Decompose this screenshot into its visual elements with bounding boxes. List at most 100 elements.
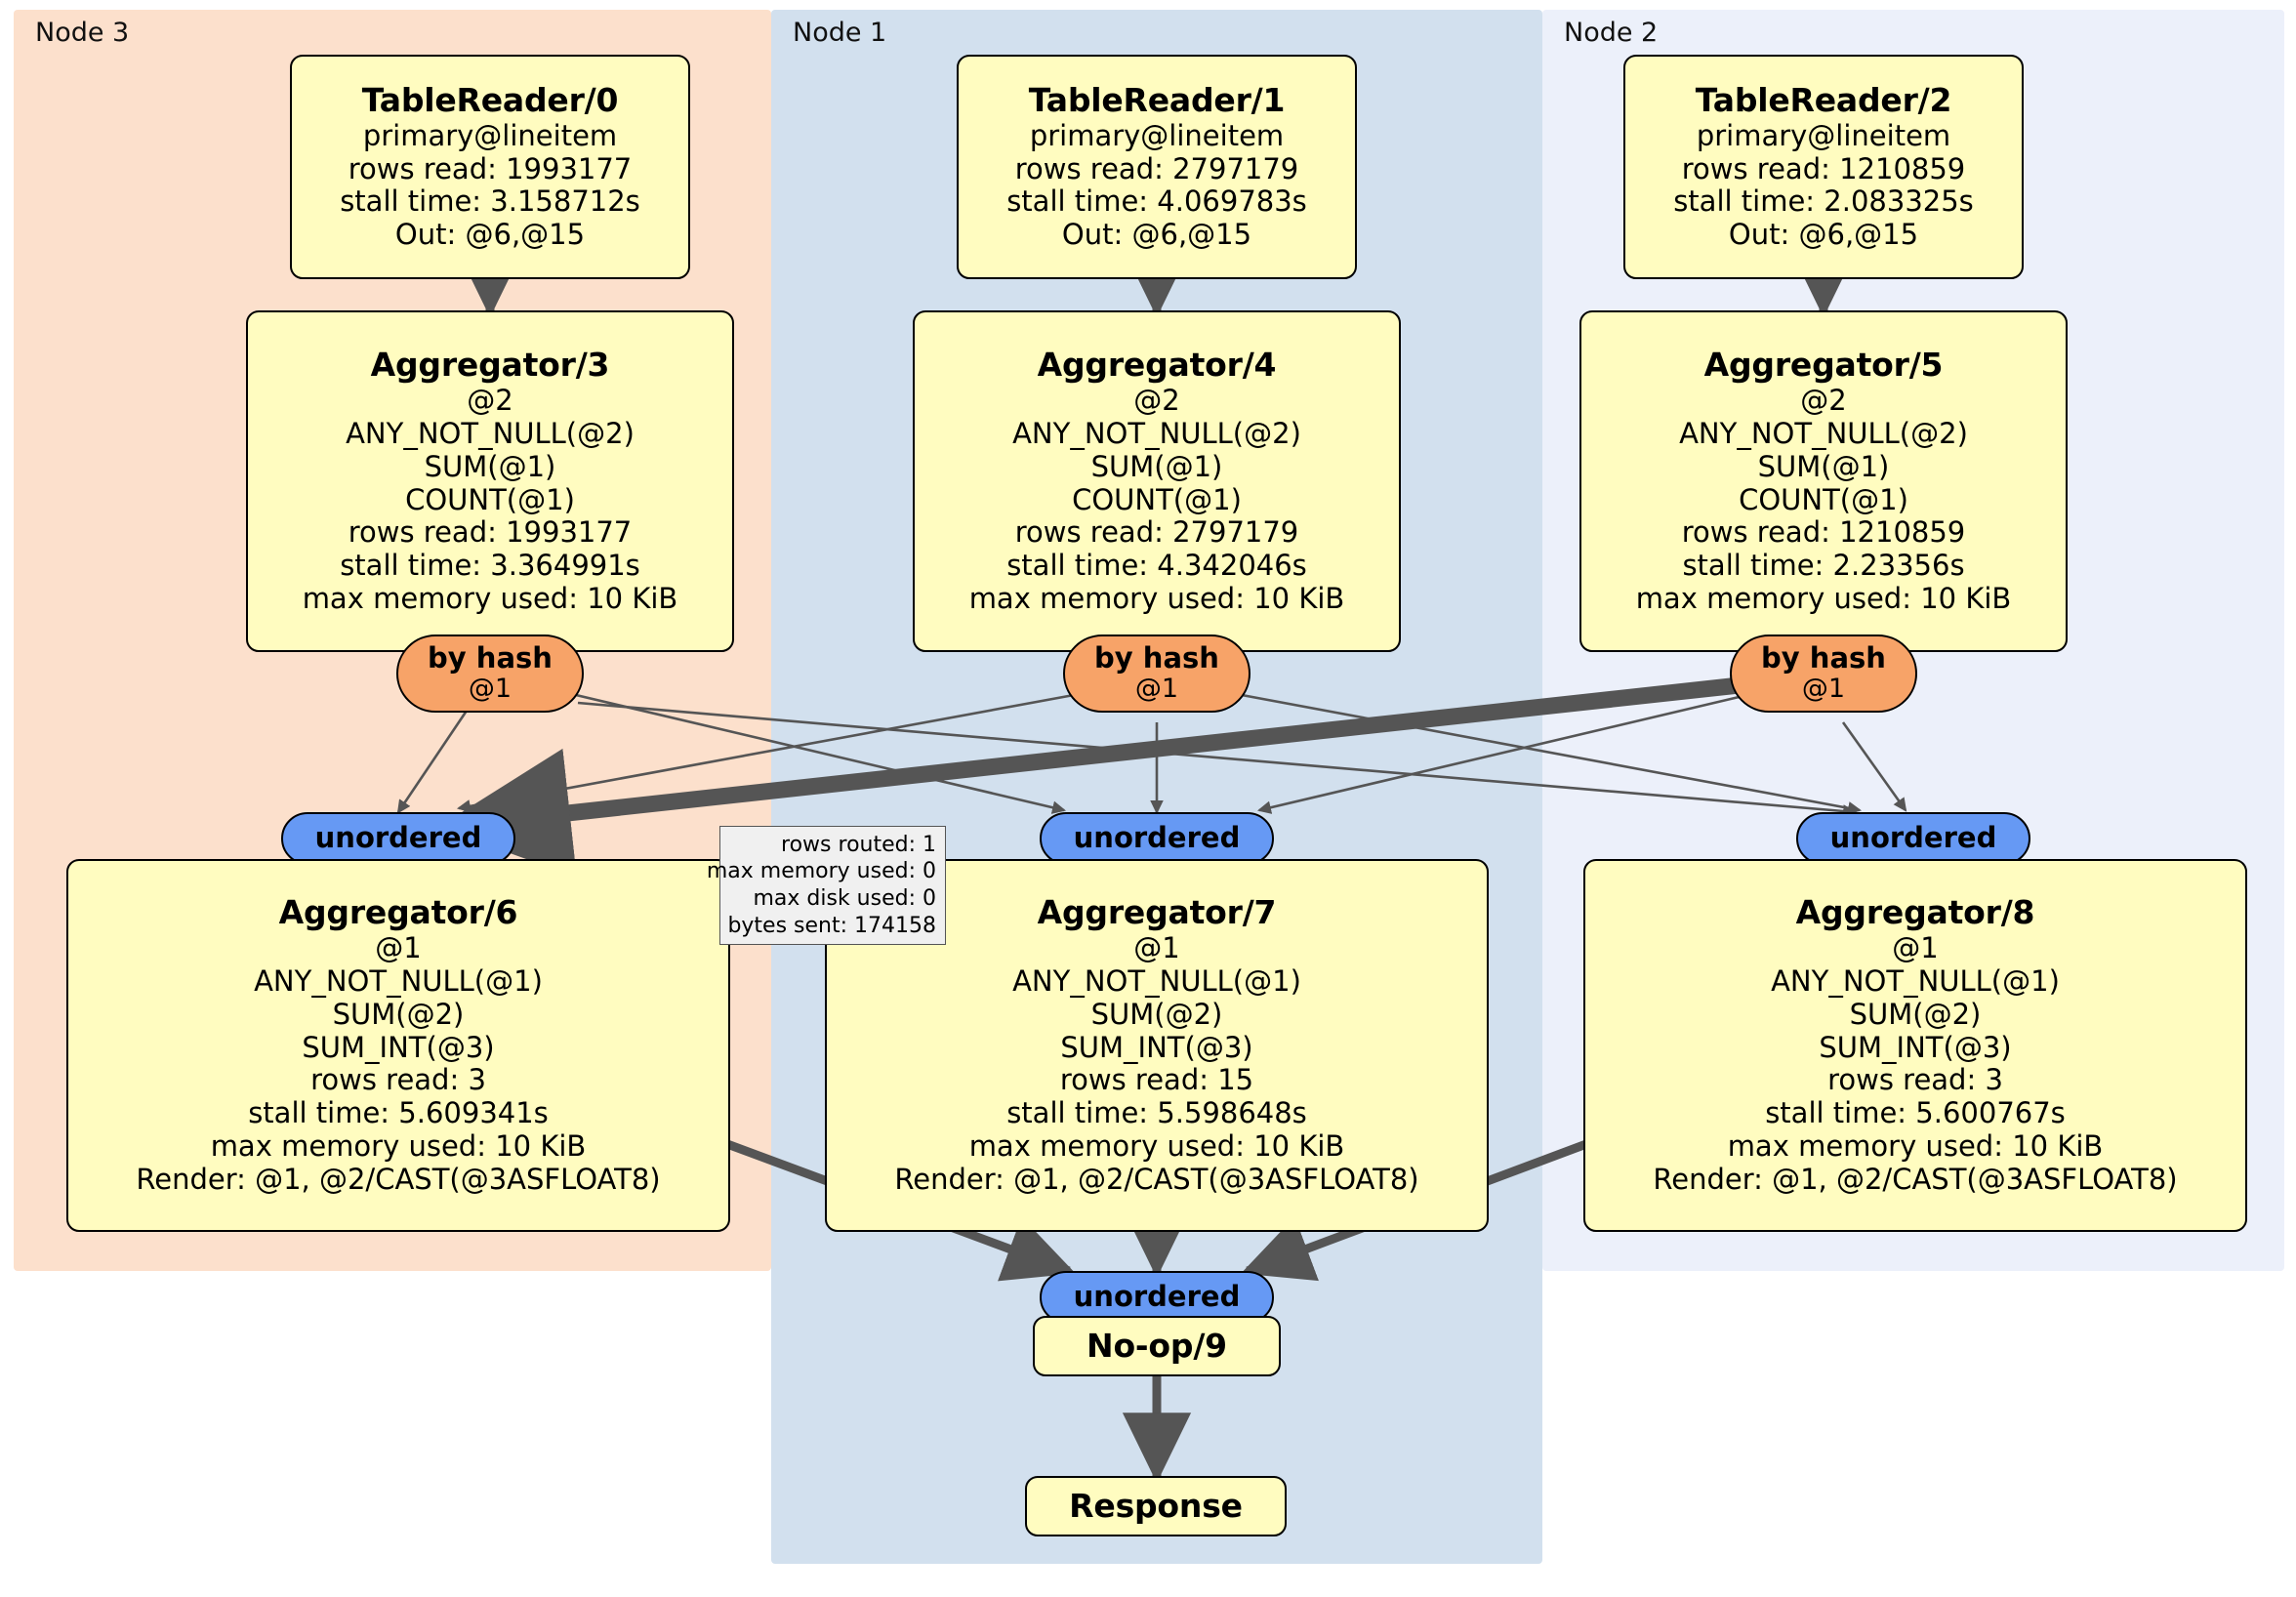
cluster-label-node-1: Node 1 [793, 18, 887, 48]
processor-detail: @2 [1800, 383, 1847, 417]
synchronizer-title: unordered [1829, 821, 1997, 855]
synchronizer-title: unordered [1073, 821, 1241, 855]
processor-detail: primary@lineitem [1029, 118, 1285, 152]
processor-detail: COUNT(@1) [1072, 482, 1242, 516]
processor-detail: max memory used: 10 KiB [1635, 582, 2012, 616]
router-title: by hash [1761, 641, 1886, 676]
stream-stats-tooltip: rows routed: 1 max memory used: 0 max di… [707, 826, 946, 945]
processor-detail: ANY_NOT_NULL(@2) [1012, 416, 1301, 450]
processor-detail: @1 [1892, 930, 1939, 964]
cluster-label-node-2: Node 2 [1564, 18, 1659, 48]
processor-table-reader-1[interactable]: TableReader/1 primary@lineitem rows read… [957, 55, 1357, 279]
processor-title: Response [1069, 1486, 1243, 1525]
processor-title: TableReader/0 [361, 80, 619, 119]
processor-detail: stall time: 5.609341s [248, 1096, 549, 1130]
router-column: @1 [1134, 674, 1179, 705]
processor-title: Aggregator/8 [1795, 892, 2035, 931]
processor-title: Aggregator/6 [278, 892, 518, 931]
processor-detail: ANY_NOT_NULL(@1) [1771, 963, 2060, 998]
synchronizer-unordered-7[interactable]: unordered [1040, 812, 1274, 865]
processor-detail: COUNT(@1) [405, 482, 575, 516]
cluster-label-node-3: Node 3 [35, 18, 130, 48]
processor-aggregator-4[interactable]: Aggregator/4 @2 ANY_NOT_NULL(@2) SUM(@1)… [913, 310, 1401, 652]
processor-detail: max memory used: 10 KiB [1727, 1129, 2104, 1164]
processor-detail: Out: @6,@15 [1728, 218, 1919, 252]
router-by-hash-4[interactable]: by hash @1 [1063, 635, 1250, 713]
processor-detail: @2 [467, 383, 513, 417]
stream-stat-line: max disk used: 0 [753, 886, 936, 911]
processor-detail: rows read: 1210859 [1681, 515, 1966, 550]
synchronizer-unordered-8[interactable]: unordered [1796, 812, 2030, 865]
processor-detail: COUNT(@1) [1739, 482, 1908, 516]
processor-detail: stall time: 4.069783s [1006, 184, 1307, 219]
processor-title: Aggregator/7 [1037, 892, 1277, 931]
processor-detail: SUM(@2) [332, 997, 465, 1031]
processor-detail: SUM(@2) [1090, 997, 1223, 1031]
stream-stat-line: max memory used: 0 [706, 859, 936, 884]
router-by-hash-3[interactable]: by hash @1 [396, 635, 584, 713]
processor-detail: rows read: 1993177 [348, 515, 633, 550]
synchronizer-title: unordered [1073, 1280, 1241, 1314]
processor-aggregator-6[interactable]: Aggregator/6 @1 ANY_NOT_NULL(@1) SUM(@2)… [66, 859, 730, 1232]
processor-detail: SUM_INT(@3) [1060, 1030, 1253, 1064]
processor-detail: Render: @1, @2/CAST(@3ASFLOAT8) [1653, 1163, 2178, 1197]
processor-detail: Out: @6,@15 [1061, 218, 1252, 252]
processor-response[interactable]: Response [1025, 1476, 1287, 1536]
processor-detail: rows read: 2797179 [1014, 515, 1299, 550]
router-column: @1 [468, 674, 512, 705]
stream-stat-line: rows routed: 1 [781, 832, 936, 857]
processor-detail: rows read: 3 [310, 1063, 486, 1097]
processor-aggregator-5[interactable]: Aggregator/5 @2 ANY_NOT_NULL(@2) SUM(@1)… [1579, 310, 2068, 652]
processor-noop-9[interactable]: No-op/9 [1033, 1316, 1281, 1376]
router-title: by hash [428, 641, 553, 676]
processor-detail: stall time: 4.342046s [1006, 549, 1307, 583]
processor-title: TableReader/2 [1695, 80, 1952, 119]
processor-detail: ANY_NOT_NULL(@1) [1012, 963, 1301, 998]
processor-detail: ANY_NOT_NULL(@1) [254, 963, 543, 998]
processor-detail: stall time: 3.364991s [340, 549, 640, 583]
synchronizer-title: unordered [314, 821, 482, 855]
processor-detail: Out: @6,@15 [394, 218, 586, 252]
processor-detail: max memory used: 10 KiB [210, 1129, 587, 1164]
processor-title: Aggregator/5 [1703, 345, 1944, 384]
processor-detail: @1 [1133, 930, 1180, 964]
processor-detail: SUM(@1) [1090, 449, 1223, 483]
processor-detail: rows read: 15 [1059, 1063, 1254, 1097]
processor-detail: stall time: 3.158712s [340, 184, 640, 219]
processor-detail: stall time: 2.23356s [1682, 549, 1965, 583]
processor-detail: primary@lineitem [1696, 118, 1951, 152]
router-column: @1 [1801, 674, 1846, 705]
processor-detail: rows read: 1210859 [1681, 151, 1966, 185]
processor-detail: rows read: 1993177 [348, 151, 633, 185]
processor-detail: Render: @1, @2/CAST(@3ASFLOAT8) [894, 1163, 1419, 1197]
processor-detail: max memory used: 10 KiB [968, 582, 1345, 616]
processor-title: Aggregator/3 [370, 345, 610, 384]
processor-detail: primary@lineitem [362, 118, 618, 152]
processor-detail: Render: @1, @2/CAST(@3ASFLOAT8) [136, 1163, 661, 1197]
processor-table-reader-2[interactable]: TableReader/2 primary@lineitem rows read… [1623, 55, 2024, 279]
synchronizer-unordered-6[interactable]: unordered [281, 812, 515, 865]
processor-detail: stall time: 2.083325s [1673, 184, 1974, 219]
stream-stat-line: bytes sent: 174158 [727, 913, 936, 938]
processor-table-reader-0[interactable]: TableReader/0 primary@lineitem rows read… [290, 55, 690, 279]
processor-title: Aggregator/4 [1037, 345, 1277, 384]
processor-detail: ANY_NOT_NULL(@2) [346, 416, 635, 450]
processor-aggregator-8[interactable]: Aggregator/8 @1 ANY_NOT_NULL(@1) SUM(@2)… [1583, 859, 2247, 1232]
processor-detail: SUM_INT(@3) [302, 1030, 495, 1064]
router-title: by hash [1094, 641, 1219, 676]
processor-detail: max memory used: 10 KiB [968, 1129, 1345, 1164]
processor-aggregator-3[interactable]: Aggregator/3 @2 ANY_NOT_NULL(@2) SUM(@1)… [246, 310, 734, 652]
processor-title: No-op/9 [1086, 1326, 1227, 1365]
processor-detail: rows read: 3 [1827, 1063, 2003, 1097]
processor-detail: SUM_INT(@3) [1819, 1030, 2012, 1064]
processor-detail: SUM(@2) [1849, 997, 1982, 1031]
processor-detail: stall time: 5.600767s [1765, 1096, 2066, 1130]
processor-detail: stall time: 5.598648s [1006, 1096, 1307, 1130]
processor-detail: SUM(@1) [424, 449, 556, 483]
processor-title: TableReader/1 [1028, 80, 1286, 119]
processor-detail: max memory used: 10 KiB [302, 582, 678, 616]
processor-detail: @1 [375, 930, 422, 964]
router-by-hash-5[interactable]: by hash @1 [1730, 635, 1917, 713]
processor-detail: rows read: 2797179 [1014, 151, 1299, 185]
